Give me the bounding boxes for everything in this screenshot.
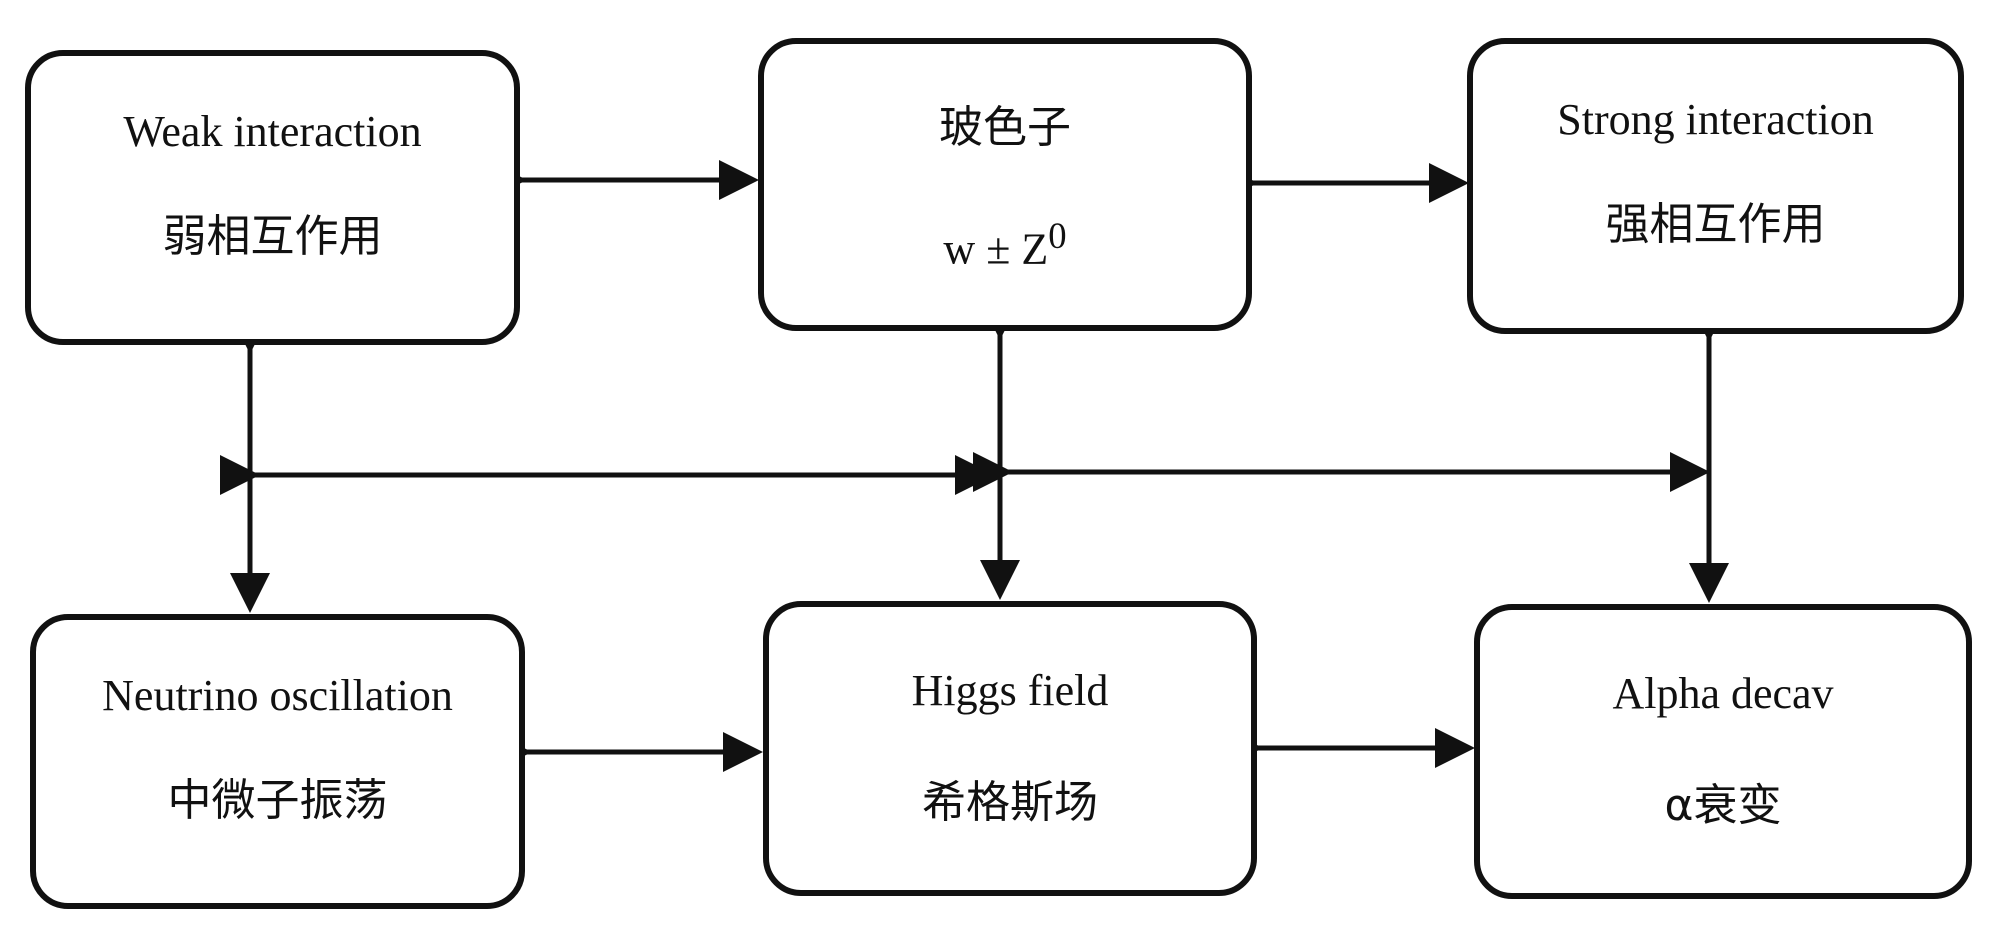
alpha-decay-node: Alpha decav α衰变	[1474, 604, 1972, 899]
higgs-field-label: Higgs field	[911, 666, 1109, 715]
weak-interaction-label: Weak interaction	[123, 107, 422, 156]
neutrino-oscillation-chinese-label: 中微子振荡	[167, 775, 388, 826]
alpha-decay-chinese-label: α衰变	[1664, 780, 1782, 831]
higgs-field-node: Higgs field 希格斯场	[763, 601, 1257, 896]
boson-symbol-prefix: w ± Z	[943, 224, 1049, 274]
neutrino-oscillation-label: Neutrino oscillation	[102, 671, 453, 720]
weak-interaction-node: Weak interaction 弱相互作用	[25, 50, 520, 345]
higgs-field-chinese-label: 希格斯场	[922, 777, 1098, 828]
boson-symbol-superscript: 0	[1048, 215, 1067, 256]
neutrino-oscillation-node: Neutrino oscillation 中微子振荡	[30, 614, 525, 909]
alpha-decay-label: Alpha decav	[1612, 669, 1834, 718]
boson-symbol-label: w ± Z0	[764, 214, 1246, 276]
strong-interaction-node: Strong interaction 强相互作用	[1467, 38, 1964, 334]
weak-interaction-chinese-label: 弱相互作用	[162, 211, 383, 262]
boson-node: 玻色子 w ± Z0	[758, 38, 1252, 331]
strong-interaction-label: Strong interaction	[1557, 95, 1874, 144]
boson-chinese-label: 玻色子	[939, 103, 1071, 152]
strong-interaction-chinese-label: 强相互作用	[1605, 199, 1826, 250]
